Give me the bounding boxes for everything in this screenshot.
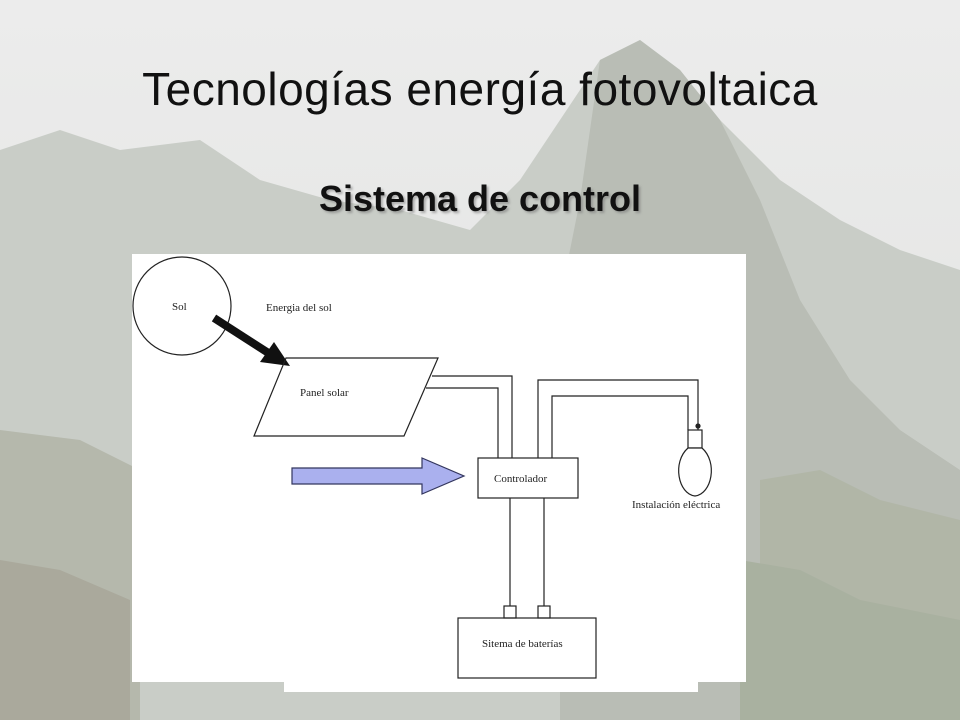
controller-box <box>477 457 579 499</box>
sun-energy-label: Energia del sol <box>266 302 332 314</box>
control-system-diagram: Sol Energia del sol Panel solar Controla… <box>132 256 720 679</box>
solar-panel-label: Panel solar <box>300 387 349 399</box>
sun-circle <box>132 256 232 356</box>
panel-wires <box>426 375 513 458</box>
slide-title: Tecnologías energía fotovoltaica <box>142 63 818 115</box>
installation-wires <box>537 379 699 458</box>
sun-energy-arrow <box>211 314 290 366</box>
sun-label: Sol <box>172 301 187 313</box>
battery-wires <box>503 498 551 619</box>
controller-label: Controlador <box>494 473 547 485</box>
diagram-card: Sol Energia del sol Panel solar Controla… <box>132 254 746 682</box>
light-bulb-icon <box>678 423 712 497</box>
slide-subtitle: Sistema de control <box>318 178 642 219</box>
installation-label: Instalación eléctrica <box>632 499 720 511</box>
battery-box <box>457 617 597 679</box>
diagram-card-tail <box>284 680 698 692</box>
highlight-arrow <box>291 457 466 495</box>
battery-label: Sitema de baterías <box>482 638 563 650</box>
solar-panel-shape <box>253 357 439 437</box>
